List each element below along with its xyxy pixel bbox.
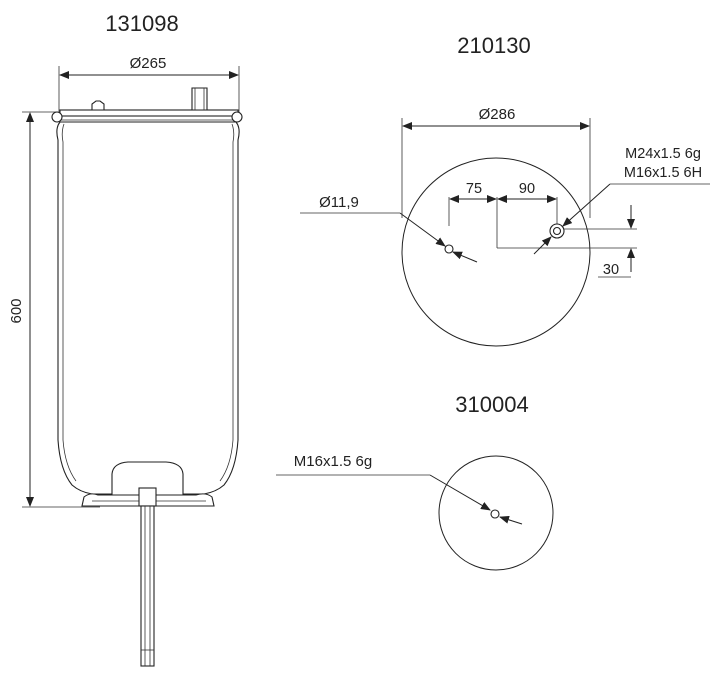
bellows-inner-wall — [61, 123, 235, 482]
offset-left-label: 75 — [466, 181, 482, 197]
top-plate-view: 210130 Ø286 75 90 30 Ø11,9 — [300, 33, 710, 347]
top-plate-diameter-label: Ø286 — [479, 106, 516, 123]
bellows-body — [56, 121, 240, 495]
bottom-plate-part-number: 310004 — [455, 392, 528, 417]
thread-leader-arrow-opposite — [533, 236, 552, 255]
threaded-port-inner — [552, 226, 562, 236]
bead-right — [231, 111, 243, 123]
hole-diameter-label: Ø11,9 — [319, 194, 359, 211]
air-spring-height-label: 600 — [8, 298, 25, 323]
bottom-thread-leader-arrow-opposite — [499, 515, 523, 525]
rod-nut — [138, 487, 157, 507]
offset-vertical-label: 30 — [603, 262, 619, 278]
bottom-plate-circle — [438, 455, 554, 571]
offset-right-label: 90 — [519, 181, 535, 197]
hole-leader-arrow — [399, 212, 446, 247]
thread-leader-arrow — [562, 183, 611, 227]
bottom-plate-view: 310004 M16x1.5 6g — [276, 392, 554, 571]
air-spring-diameter-label: Ø265 — [130, 55, 167, 72]
rod — [140, 505, 155, 667]
air-spring-part-number: 131098 — [105, 11, 178, 36]
bottom-threaded-hole — [490, 509, 500, 519]
top-stud-small — [91, 100, 105, 111]
top-plate-circle — [401, 157, 591, 347]
bottom-thread-leader-arrow — [429, 474, 491, 511]
top-stud-air-fitting — [191, 87, 208, 111]
mounting-hole — [444, 244, 454, 254]
thread-outer-label: M24x1.5 6g — [625, 146, 701, 162]
thread-inner-label: M16x1.5 6H — [624, 165, 702, 181]
hole-leader-arrow-opposite — [452, 251, 478, 263]
air-spring-view: 131098 Ø265 600 — [8, 11, 243, 667]
piston — [111, 461, 184, 506]
top-plate-part-number: 210130 — [457, 33, 530, 58]
bottom-thread-label: M16x1.5 6g — [294, 453, 372, 470]
top-plate — [59, 109, 239, 117]
bead-left — [51, 111, 63, 123]
